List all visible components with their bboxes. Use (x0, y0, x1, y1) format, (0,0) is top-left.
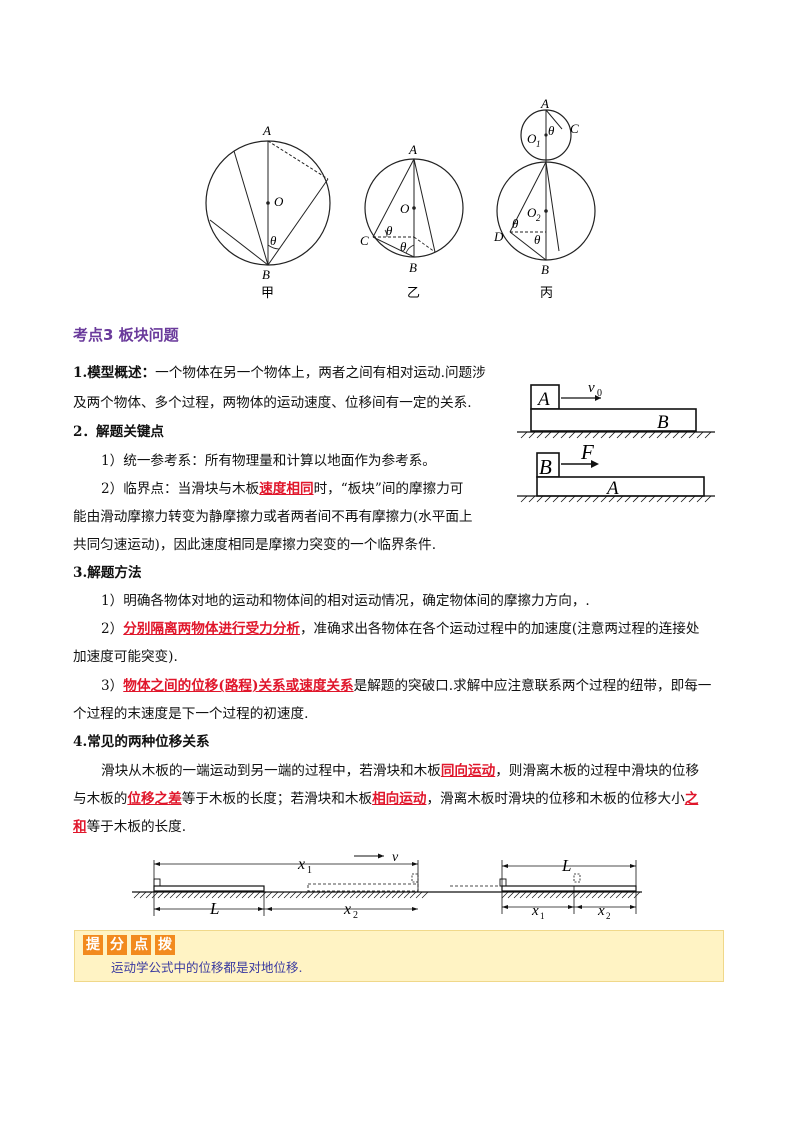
displacement-l2-red2: 相向运动 (372, 791, 427, 807)
label-x2-left: x (343, 901, 351, 918)
displacement-l2-a: 与木板的 (73, 791, 128, 807)
label-O1-bing: O (527, 131, 537, 146)
keypoints-item-2-line-3: 共同匀速运动)，因此速度相同是摩擦力突变的一个临界条件. (73, 537, 437, 553)
label-O-yi: O (400, 201, 410, 216)
label-B-bing: B (541, 262, 549, 277)
method-item-3-red: 物体之间的位移(路程)关系或速度关系 (123, 678, 354, 694)
tip-badge-2: 分 (107, 935, 127, 955)
label-x1-left: x (297, 856, 305, 873)
label-theta-bing-top: θ (548, 123, 555, 138)
circle-bing: A θ C O 1 O 2 θ θ D B 丙 (493, 96, 596, 300)
displacement-l3-red: 和 (73, 819, 87, 835)
keypoints-item-2-b: 时，“板块”间的摩擦力可 (313, 481, 464, 497)
keypoints-item-2-line-2: 能由滑动摩擦力转变为静摩擦力或者两者间不再有摩擦力(水平面上 (73, 509, 473, 525)
caption-bing: 丙 (540, 285, 553, 300)
displacement-l2-red: 位移之差 (127, 791, 182, 807)
label-O2-bing: O (527, 205, 537, 220)
label-v0: v (588, 380, 595, 396)
circle-yi: A O C θ θ B 乙 (360, 142, 464, 300)
method-item-1: 1）明确各物体对地的运动和物体间的相对运动情况，确定物体间的摩擦力方向，. (101, 593, 590, 609)
displacement-l1-a: 滑块从木板的一端运动到另一端的过程中，若滑块和木板 (101, 763, 441, 779)
keypoints-item-2-red: 速度相同 (259, 481, 314, 497)
displacement-figure: x 1 v L x 2 L (132, 852, 642, 921)
label-x2-right-sub: 2 (606, 911, 611, 921)
displacement-line-3: 和等于木板的长度. (73, 817, 186, 837)
label-C-bing: C (570, 121, 579, 136)
label-theta-yi-2: θ (400, 239, 407, 254)
label-B-jia: B (262, 267, 270, 282)
method-item-2-b: ，准确求出各物体在各个运动过程中的加速度(注意两过程的连接处 (299, 621, 700, 637)
tip-badge-1: 提 (83, 935, 103, 955)
method-item-3-line-2: 个过程的末速度是下一个过程的初速度. (73, 706, 309, 722)
displacement-l2-b: 等于木板的长度；若滑块和木板 (181, 791, 373, 807)
label-O1-sub: 1 (536, 139, 541, 149)
label-theta-jia: θ (270, 233, 277, 248)
board-block-figure: A B v 0 B A F (517, 380, 715, 503)
model-heading: 1.模型概述： (73, 365, 156, 381)
label-B-bottom: B (539, 455, 552, 479)
same-direction-figure: x 1 v L x 2 (132, 852, 430, 921)
section-title: 考点3 板块问题 (73, 326, 179, 344)
label-x1-left-sub: 1 (307, 865, 312, 876)
board-A-bottom (536, 476, 705, 497)
tip-text: 运动学公式中的位移都是对地位移. (111, 960, 303, 975)
keypoints-heading: 2．解题关键点 (73, 424, 165, 440)
label-v0-sub: 0 (597, 388, 602, 399)
label-L-right: L (561, 856, 571, 875)
label-x1-right: x (531, 903, 539, 919)
label-theta-bing-1: θ (512, 216, 519, 231)
keypoints-item-2: 2）临界点：当滑块与木板速度相同时，“板块”间的摩擦力可 (101, 479, 463, 499)
label-A-bing: A (540, 96, 549, 111)
tip-box: 提 分 点 拨 运动学公式中的位移都是对地位移. (74, 930, 724, 982)
opposite-direction-figure: L x 1 x 2 (430, 856, 642, 921)
keypoints-item-1: 1）统一参考系：所有物理量和计算以地面作为参考系。 (101, 453, 436, 469)
displacement-l1-b: ，则滑离木板的过程中滑块的位移 (495, 763, 700, 779)
displacement-l1-red: 同向运动 (440, 763, 496, 779)
label-B-top: B (657, 412, 669, 433)
model-paragraph: 1.模型概述：一个物体在另一个物体上，两者之间有相对运动.问题涉 (73, 363, 513, 383)
method-item-2: 2）分别隔离两物体进行受力分析，准确求出各物体在各个运动过程中的加速度(注意两过… (101, 619, 700, 639)
model-text-1: 一个物体在另一个物体上，两者之间有相对运动.问题涉 (155, 365, 486, 381)
method-item-2-line-2: 加速度可能突变). (73, 649, 178, 665)
label-A-yi: A (408, 142, 417, 157)
label-theta-bing-2: θ (534, 232, 541, 247)
displacement-l2-c: ，滑离木板时滑块的位移和木板的位移大小 (426, 791, 685, 807)
circle-jia: A O θ B 甲 (205, 123, 331, 300)
circle-diagrams: A O θ B 甲 A O C θ θ B 乙 A θ (205, 96, 596, 300)
keypoints-item-2-a: 2）临界点：当滑块与木板 (101, 481, 260, 497)
caption-jia: 甲 (261, 285, 274, 300)
method-item-3: 3）物体之间的位移(路程)关系或速度关系是解题的突破口.求解中应注意联系两个过程… (101, 676, 711, 696)
method-heading: 3.解题方法 (73, 565, 142, 581)
label-x2-left-sub: 2 (353, 910, 358, 921)
displacement-l3-b: 等于木板的长度. (86, 819, 187, 835)
label-A-bottom: A (605, 478, 619, 499)
displacement-l2-red3: 之 (684, 791, 699, 807)
label-x2-right: x (597, 903, 605, 919)
method-item-2-red: 分别隔离两物体进行受力分析 (123, 621, 300, 637)
method-item-3-b: 是解题的突破口.求解中应注意联系两个过程的纽带，即每一 (353, 678, 712, 694)
displacement-heading: 4.常见的两种位移关系 (73, 734, 210, 750)
label-v-left: v (392, 852, 399, 865)
label-x1-right-sub: 1 (540, 911, 545, 921)
board-B-top (530, 408, 697, 432)
label-L-left: L (209, 899, 219, 918)
label-A-jia: A (262, 123, 271, 138)
model-text-2: 及两个物体、多个过程，两物体的运动速度、位移间有一定的关系. (73, 395, 472, 411)
label-D-bing: D (493, 229, 504, 244)
label-theta-yi-1: θ (386, 223, 393, 238)
method-item-2-a: 2） (101, 621, 124, 637)
label-C-yi: C (360, 233, 369, 248)
displacement-line-1: 滑块从木板的一端运动到另一端的过程中，若滑块和木板同向运动，则滑离木板的过程中滑… (101, 761, 699, 781)
displacement-line-2: 与木板的位移之差等于木板的长度；若滑块和木板相向运动，滑离木板时滑块的位移和木板… (73, 789, 698, 809)
tip-badge-4: 拨 (155, 935, 175, 955)
tip-badge-3: 点 (131, 935, 151, 955)
caption-yi: 乙 (407, 285, 420, 300)
label-O2-sub: 2 (536, 213, 541, 223)
label-O-jia: O (274, 194, 284, 209)
method-item-3-a: 3） (101, 678, 124, 694)
label-F: F (580, 440, 594, 464)
label-A-top: A (536, 389, 550, 410)
label-B-yi: B (409, 260, 417, 275)
